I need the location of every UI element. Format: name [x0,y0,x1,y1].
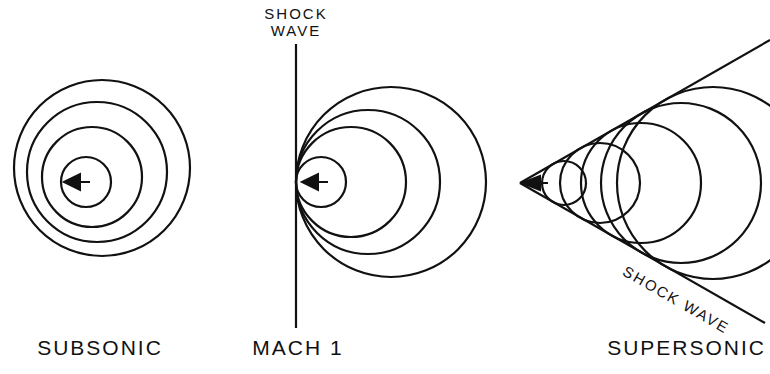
regime-label: SUBSONIC [37,336,163,359]
regime-label: SUPERSONIC [607,336,766,359]
shock-wave-label: SHOCK WAVE [262,6,330,39]
regime-label: MACH 1 [252,336,343,359]
shock-wave-label: SHOCK WAVE [620,263,732,337]
